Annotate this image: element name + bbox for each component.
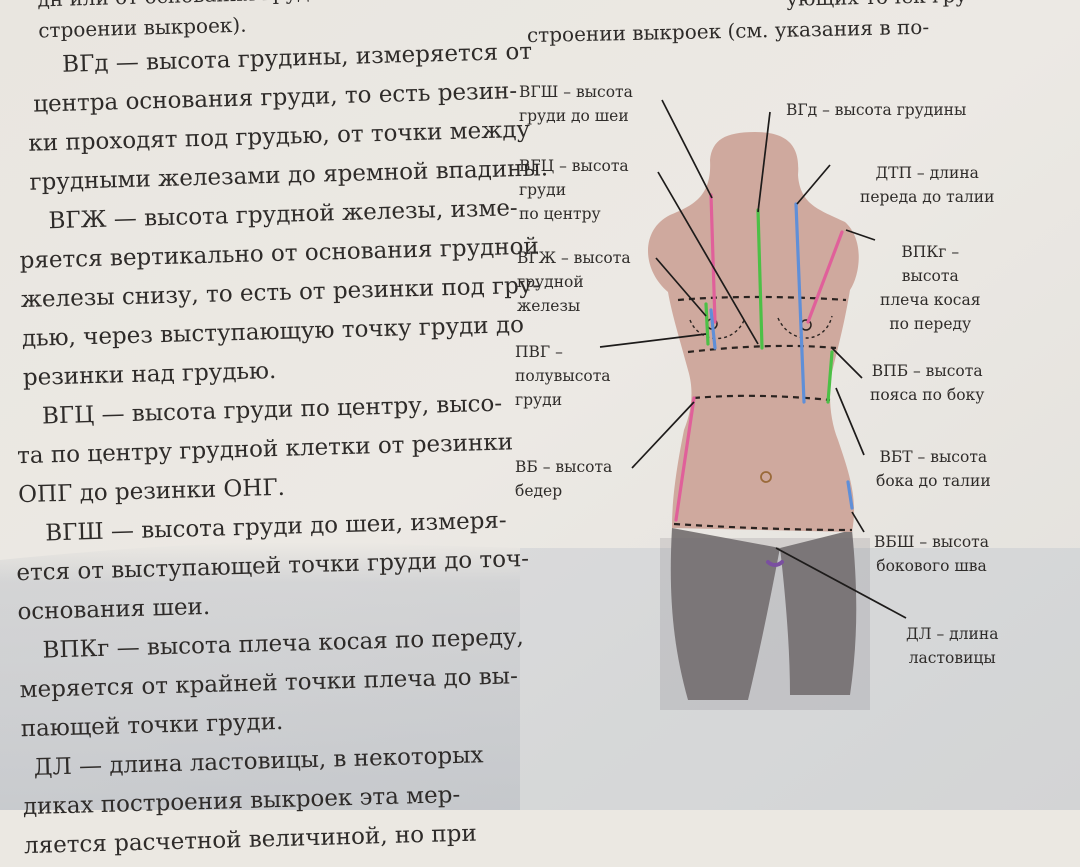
leader-vbt [835, 387, 865, 456]
label-vbsh: ВБШ – высота бокового шва [874, 533, 989, 575]
label-dl: ДЛ – длина ластовицы [906, 625, 999, 667]
leader-vpkg [845, 229, 876, 241]
leader-vgzh [655, 257, 707, 317]
label-vb: ВБ – высота бедер [515, 458, 613, 500]
colored-measurements [674, 193, 854, 567]
label-vgd: ВГд – высота грудины [786, 101, 967, 119]
leader-vpb [831, 347, 863, 379]
leader-dtp [796, 164, 831, 205]
torso-diagram [599, 99, 907, 710]
navel [760, 471, 772, 483]
dashed-lines [673, 295, 853, 532]
leader-vgts [657, 171, 759, 345]
leader-vgsh [661, 99, 713, 199]
label-vgsh: ВГШ – высота груди до шеи [519, 83, 633, 125]
label-dtp: ДТП – длина переда до талии [860, 164, 995, 206]
blue-dtp-line [794, 202, 806, 404]
label-vgzh: ВГЖ – высота грудной железы [517, 249, 631, 315]
pink-vgsh-line [709, 193, 717, 324]
breast-contours [689, 315, 833, 340]
right-leg [780, 530, 857, 695]
leader-dl [775, 547, 907, 619]
green-vgzh-line [704, 302, 710, 346]
purple-dl-mark [766, 560, 784, 567]
blue-vbt-line [846, 480, 854, 510]
leader-vgd [757, 111, 771, 213]
label-vpkg: ВПКг – высота плеча косая по переду [880, 243, 981, 333]
hip-line [673, 522, 853, 532]
left-leg [670, 528, 780, 700]
green-vpb-line [826, 350, 834, 404]
leader-vbsh [851, 511, 865, 533]
label-vgts: ВГЦ – высота груди по центру [519, 157, 629, 223]
leader-pvg [599, 333, 707, 348]
leader-vb [631, 401, 695, 469]
pink-vb-line [674, 396, 696, 522]
chest-upper-line [677, 295, 847, 302]
label-vpb: ВПБ – высота пояса по боку [870, 362, 985, 404]
leader-lines [599, 99, 907, 619]
pink-vpkg-line [806, 230, 844, 324]
blue-pvg-line [709, 308, 717, 350]
waist-line [693, 394, 831, 402]
green-vgd-line [756, 208, 764, 350]
torso-shape [648, 132, 859, 532]
page-background [0, 0, 1080, 810]
label-vbt: ВБТ – высота бока до талии [876, 448, 991, 490]
label-pvg: ПВГ – полувысота груди [515, 343, 611, 409]
